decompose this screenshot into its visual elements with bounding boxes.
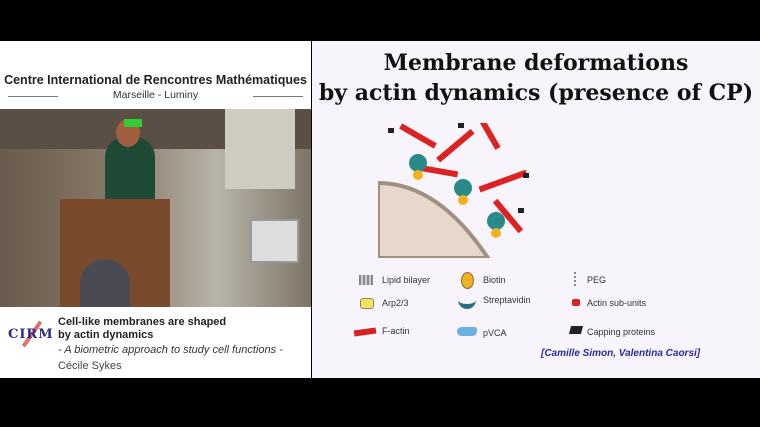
legend-label: F-actin (382, 326, 410, 336)
image-credit: [Camille Simon, Valentina Caorsi] (541, 348, 701, 359)
talk-title-line2: by actin dynamics (58, 329, 154, 341)
lecture-video[interactable] (0, 109, 311, 307)
lipid-bilayer-icon (359, 275, 373, 285)
peg-icon (574, 272, 577, 286)
streptavidin-icon (458, 296, 476, 309)
audience-member (80, 259, 130, 307)
membrane-actin-diagram (378, 123, 529, 258)
legend-label: Arp2/3 (382, 298, 409, 308)
speaker-name: Cécile Sykes (58, 360, 122, 372)
cirm-logo-box: CIRM (8, 320, 54, 348)
talk-title-line1: Cell-like membranes are shaped (58, 316, 227, 328)
legend-label: Streptavidin (483, 295, 531, 305)
cirm-header: Centre International de Rencontres Mathé… (0, 41, 311, 109)
monitor (250, 219, 299, 263)
legend-label: Actin sub-units (587, 298, 647, 308)
legend-label: Lipid bilayer (382, 275, 431, 285)
slide-title-line2: by actin dynamics (presence of CP) (318, 80, 754, 106)
legend-label: PEG (587, 275, 607, 285)
divider (8, 96, 58, 97)
header-title: Centre International de Rencontres Mathé… (4, 73, 307, 87)
talk-subtitle: - A biometric approach to study cell fun… (58, 344, 283, 356)
biotin-icon (461, 272, 474, 289)
header-subtitle: Marseille - Luminy (112, 89, 199, 101)
video-panel: Centre International de Rencontres Mathé… (0, 41, 311, 378)
exit-sign (124, 119, 142, 127)
actin-subunit-icon (572, 299, 580, 306)
divider (253, 96, 303, 97)
pvca-icon (457, 327, 477, 336)
legend-label: pVCA (483, 328, 507, 338)
slide-title-line1: Membrane deformations (383, 50, 689, 76)
window (225, 109, 295, 189)
legend-label: Biotin (483, 275, 506, 285)
capping-protein-icon (568, 326, 584, 334)
f-actin-icon (353, 327, 377, 337)
arp23-icon (360, 298, 374, 309)
presentation-slide: Membrane deformations by actin dynamics … (312, 41, 760, 378)
legend-label: Capping proteins (587, 327, 656, 337)
cirm-logo: CIRM (8, 327, 54, 342)
